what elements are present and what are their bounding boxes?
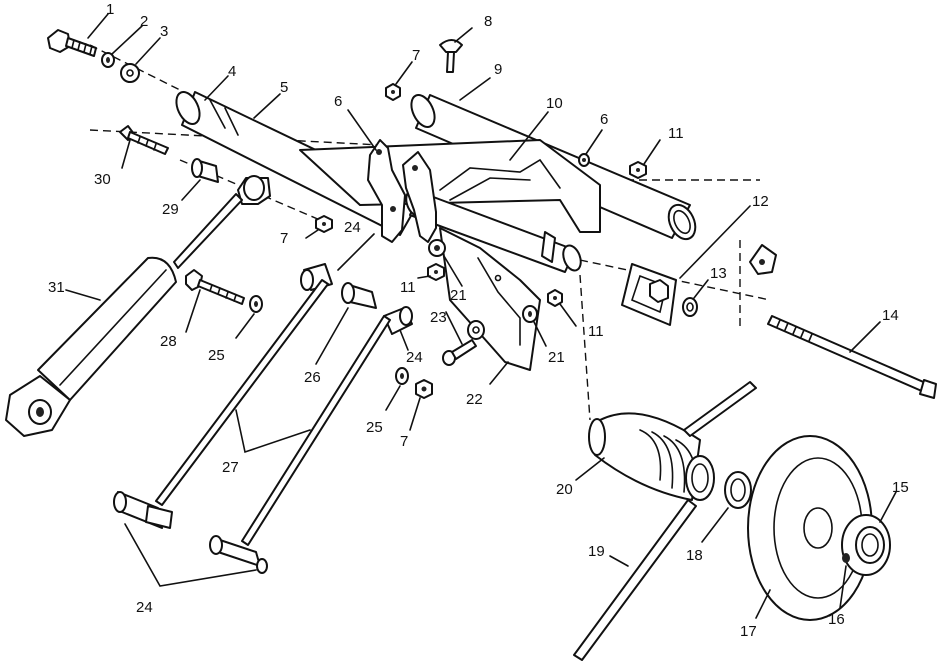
callout-30: 30 <box>94 171 111 188</box>
callout-20: 20 <box>556 481 573 498</box>
callout-28: 28 <box>160 333 177 350</box>
washer-part-25a <box>249 295 263 313</box>
nut-part-7b <box>315 215 333 233</box>
callout-11b: 11 <box>400 279 416 296</box>
nut-part-7c <box>415 379 433 399</box>
callout-12: 12 <box>752 193 769 210</box>
washer-part-18 <box>724 471 752 509</box>
callout-23: 23 <box>430 309 447 326</box>
callout-7a: 7 <box>412 47 420 64</box>
washer-part-21b <box>467 320 485 340</box>
washer-part-21c <box>522 305 538 323</box>
callout-24b: 24 <box>406 349 423 366</box>
bushing-part-24c <box>113 491 173 529</box>
callout-19: 19 <box>588 543 605 560</box>
torsion-arm-part-19 <box>573 499 697 661</box>
callout-14: 14 <box>882 307 899 324</box>
callout-2: 2 <box>140 13 148 30</box>
callout-16: 16 <box>828 611 845 628</box>
callout-7b: 7 <box>280 230 288 247</box>
bolt-part-23 <box>442 339 477 366</box>
nut-part-7a <box>385 83 401 101</box>
callout-11c: 11 <box>588 323 604 340</box>
callout-24a: 24 <box>344 219 361 236</box>
callout-18: 18 <box>686 547 703 564</box>
callout-15: 15 <box>892 479 909 496</box>
callout-17: 17 <box>740 623 757 640</box>
washer-part-3 <box>120 63 140 83</box>
pin-part-16 <box>842 553 850 563</box>
bolt-part-28 <box>185 269 245 305</box>
link-rod-part-27a <box>155 279 329 506</box>
nut-part-11c <box>547 289 563 307</box>
bushing-part-24b <box>383 306 413 335</box>
side-plate-part-6 <box>367 139 406 243</box>
side-plate-part-6b <box>402 151 437 243</box>
callout-25b: 25 <box>366 419 383 436</box>
callout-4: 4 <box>228 63 236 80</box>
washer-part-25b <box>395 367 409 385</box>
washer-part-21a <box>428 239 446 257</box>
callout-29: 29 <box>162 201 179 218</box>
callout-3: 3 <box>160 23 168 40</box>
callout-31: 31 <box>48 279 65 296</box>
callout-22: 22 <box>466 391 483 408</box>
cap-part-15 <box>841 514 891 576</box>
callout-labels: 1 2 3 4 5 6 6 7 7 7 8 9 10 11 11 11 12 1… <box>48 1 909 640</box>
callout-1: 1 <box>106 1 114 18</box>
callout-11a: 11 <box>668 125 684 142</box>
pin-part-6c <box>578 153 590 167</box>
spring-hub-part-20 <box>588 381 757 501</box>
washer-part-13 <box>682 297 698 317</box>
nut-part-11a <box>629 161 647 179</box>
callout-25a: 25 <box>208 347 225 364</box>
arm-part-22 <box>439 227 541 371</box>
callout-9: 9 <box>494 61 502 78</box>
bushing-part-24d <box>209 535 268 574</box>
bolt-part-30 <box>119 125 169 155</box>
screw-part-8 <box>439 39 463 73</box>
callout-6a: 6 <box>334 93 342 110</box>
callout-8: 8 <box>484 13 492 30</box>
leader-lines <box>65 13 897 619</box>
callout-26: 26 <box>304 369 321 386</box>
callout-10: 10 <box>546 95 563 112</box>
callout-21a: 21 <box>450 287 467 304</box>
nut-part-11b <box>427 263 445 281</box>
callout-13: 13 <box>710 265 727 282</box>
bracket-part-12 <box>621 263 677 326</box>
bushing-part-26 <box>341 282 377 309</box>
clip-part-upper-right <box>749 244 777 275</box>
shock-absorber-part-31 <box>5 175 271 437</box>
callout-24c: 24 <box>136 599 153 616</box>
bolt-part-1 <box>47 29 97 57</box>
callout-27: 27 <box>222 459 239 476</box>
callout-5: 5 <box>280 79 288 96</box>
bushing-part-29 <box>191 158 219 183</box>
washer-part-2 <box>101 52 115 68</box>
callout-6b: 6 <box>600 111 608 128</box>
callout-7c: 7 <box>400 433 408 450</box>
link-rod-part-27b <box>241 315 391 546</box>
callout-21b: 21 <box>548 349 565 366</box>
bolt-part-14 <box>767 315 937 399</box>
